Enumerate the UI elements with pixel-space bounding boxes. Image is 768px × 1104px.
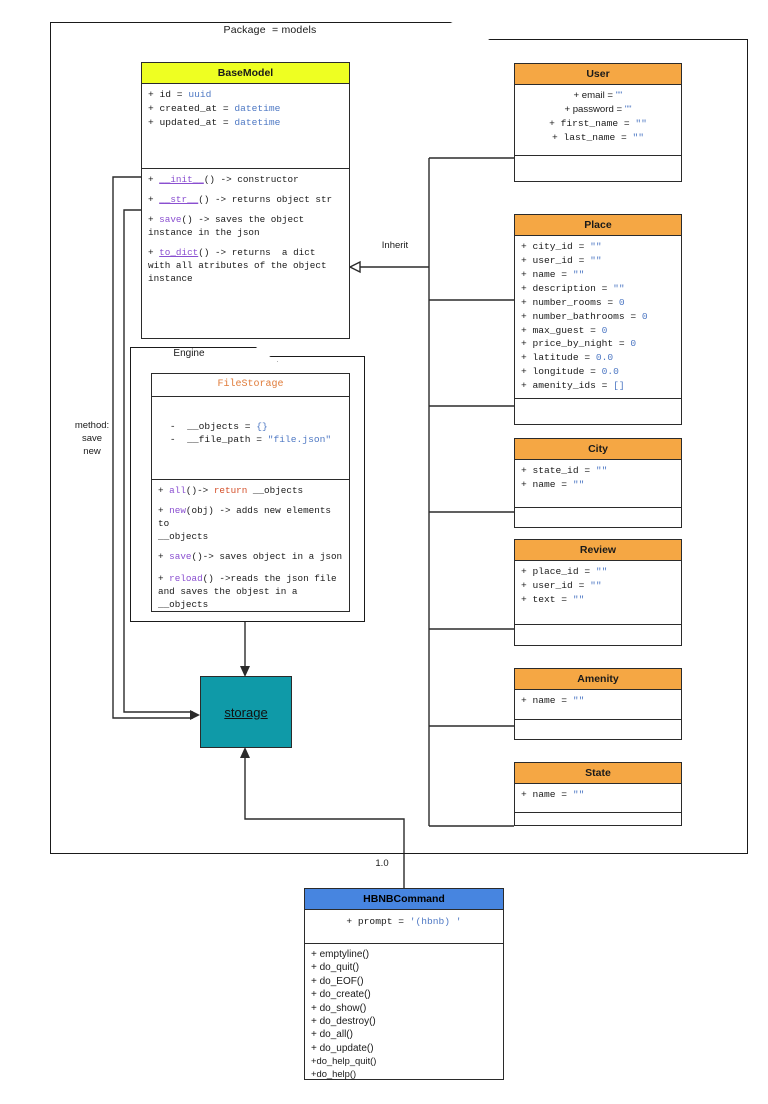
attribute-row: + amenity_ids = [] bbox=[521, 380, 625, 392]
inherit-relation-label: Inherit bbox=[381, 240, 409, 251]
method-row: + do_update() bbox=[311, 1042, 374, 1054]
class-title-city: City bbox=[515, 439, 681, 461]
attribute-row: + name = "" bbox=[521, 478, 585, 490]
attributes-hbnbcommand: + prompt = '(hbnb) ' bbox=[305, 910, 503, 945]
class-box-hbnbcommand[interactable]: HBNBCommand + prompt = '(hbnb) ' + empty… bbox=[304, 888, 504, 1080]
attribute-row: + user_id = "" bbox=[521, 579, 602, 591]
attributes-review: + place_id = "" + user_id = "" + text = … bbox=[515, 561, 681, 626]
class-box-filestorage[interactable]: FileStorage - __objects = {} - __file_pa… bbox=[151, 373, 350, 612]
attribute-row: + name = "" bbox=[521, 268, 585, 280]
attribute-row: + number_rooms = 0 bbox=[521, 296, 625, 308]
method-row: + new(obj) -> adds new elements to__obje… bbox=[158, 504, 331, 542]
storage-label: storage bbox=[224, 704, 268, 720]
method-row: + do_all() bbox=[311, 1029, 353, 1041]
attribute-row: + id = uuid bbox=[148, 89, 212, 101]
attribute-row: + user_id = "" bbox=[521, 254, 602, 266]
class-title-filestorage: FileStorage bbox=[152, 374, 349, 397]
package-keyword: Package bbox=[223, 24, 266, 36]
attributes-state: + name = "" bbox=[515, 784, 681, 814]
attribute-row: + description = "" bbox=[521, 282, 625, 294]
method-row: +do_help_quit() bbox=[311, 1055, 377, 1067]
package-value: = models bbox=[272, 24, 317, 36]
attribute-row: + first_name = "" bbox=[549, 117, 647, 129]
attribute-list: - __objects = {} - __file_path = "file.j… bbox=[170, 420, 331, 448]
class-box-city[interactable]: City + state_id = "" + name = "" bbox=[514, 438, 682, 528]
class-title-place: Place bbox=[515, 215, 681, 237]
attribute-row: + city_id = "" bbox=[521, 241, 602, 253]
attribute-row: + price_by_night = 0 bbox=[521, 338, 637, 350]
class-box-state[interactable]: State + name = "" bbox=[514, 762, 682, 826]
class-title-amenity: Amenity bbox=[515, 669, 681, 691]
attribute-row: + place_id = "" bbox=[521, 566, 608, 578]
method-row: + do_destroy() bbox=[311, 1016, 376, 1028]
attributes-amenity: + name = "" bbox=[515, 690, 681, 721]
methods-filestorage: + all()-> return __objects + new(obj) ->… bbox=[152, 480, 349, 615]
method-row: + do_show() bbox=[311, 1002, 367, 1014]
attribute-row: + state_id = "" bbox=[521, 465, 608, 477]
engine-package-tab: Engine bbox=[130, 347, 278, 362]
attribute-row: + updated_at = datetime bbox=[148, 116, 281, 128]
attribute-row: + name = "" bbox=[521, 789, 585, 801]
method-row: + all()-> return __objects bbox=[158, 484, 304, 496]
method-note-label: method: save new bbox=[74, 420, 110, 457]
methods-review bbox=[515, 625, 681, 633]
attribute-row: + created_at = datetime bbox=[148, 102, 281, 114]
methods-city bbox=[515, 508, 681, 516]
methods-place bbox=[515, 399, 681, 407]
attribute-row: - __file_path = "file.json" bbox=[169, 434, 332, 446]
methods-amenity bbox=[515, 720, 681, 728]
class-title-state: State bbox=[515, 763, 681, 785]
class-box-user[interactable]: User + email = "" + password = "" + firs… bbox=[514, 63, 682, 182]
class-title-user: User bbox=[515, 64, 681, 86]
attribute-row: + max_guest = 0 bbox=[521, 324, 608, 336]
attribute-row: + latitude = 0.0 bbox=[521, 352, 614, 364]
class-box-place[interactable]: Place + city_id = "" + user_id = "" + na… bbox=[514, 214, 682, 425]
attribute-row: + password = "" bbox=[564, 103, 632, 115]
attributes-filestorage: - __objects = {} - __file_path = "file.j… bbox=[152, 397, 349, 480]
attribute-row: + email = "" bbox=[573, 90, 623, 102]
package-tab: Package = models bbox=[50, 22, 490, 40]
storage-object-node[interactable]: storage bbox=[200, 676, 292, 748]
engine-tab-label: Engine bbox=[173, 348, 205, 359]
attribute-row: + last_name = "" bbox=[551, 131, 645, 143]
method-row: + do_EOF() bbox=[311, 975, 364, 987]
attributes-place: + city_id = "" + user_id = "" + name = "… bbox=[515, 236, 681, 400]
attribute-row: + number_bathrooms = 0 bbox=[521, 310, 648, 322]
class-box-amenity[interactable]: Amenity + name = "" bbox=[514, 668, 682, 740]
attribute-row: - __objects = {} bbox=[169, 420, 268, 432]
class-title-review: Review bbox=[515, 540, 681, 562]
method-row: + do_create() bbox=[311, 989, 371, 1001]
attribute-row: + text = "" bbox=[521, 593, 585, 605]
methods-state bbox=[515, 813, 681, 821]
methods-hbnbcommand: + emptyline() + do_quit() + do_EOF() + d… bbox=[305, 944, 503, 1084]
methods-user bbox=[515, 156, 681, 164]
attributes-user: + email = "" + password = "" + first_nam… bbox=[515, 85, 681, 157]
multiplicity-label: 1.0 bbox=[375, 858, 389, 869]
method-row: + emptyline() bbox=[311, 949, 370, 961]
method-row: +do_help() bbox=[311, 1067, 357, 1079]
method-row: + __init__() -> constructor bbox=[148, 174, 299, 186]
attributes-city: + state_id = "" + name = "" bbox=[515, 460, 681, 509]
attribute-row: + longitude = 0.0 bbox=[521, 366, 619, 378]
class-title-hbnbcommand: HBNBCommand bbox=[305, 889, 503, 911]
method-row: + do_quit() bbox=[311, 962, 360, 974]
methods-basemodel: + __init__() -> constructor + __str__() … bbox=[142, 169, 349, 289]
class-title-basemodel: BaseModel bbox=[142, 63, 349, 85]
attributes-basemodel: + id = uuid + created_at = datetime + up… bbox=[142, 84, 349, 170]
method-row: + save()-> saves object in a json bbox=[158, 550, 343, 562]
class-box-basemodel[interactable]: BaseModel + id = uuid + created_at = dat… bbox=[141, 62, 350, 339]
attribute-row: + prompt = '(hbnb) ' bbox=[346, 916, 462, 928]
method-row: + __str__() -> returns object str bbox=[148, 194, 333, 206]
class-box-review[interactable]: Review + place_id = "" + user_id = "" + … bbox=[514, 539, 682, 646]
package-tab-label: Package = models bbox=[51, 24, 489, 36]
attribute-row: + name = "" bbox=[521, 695, 585, 707]
